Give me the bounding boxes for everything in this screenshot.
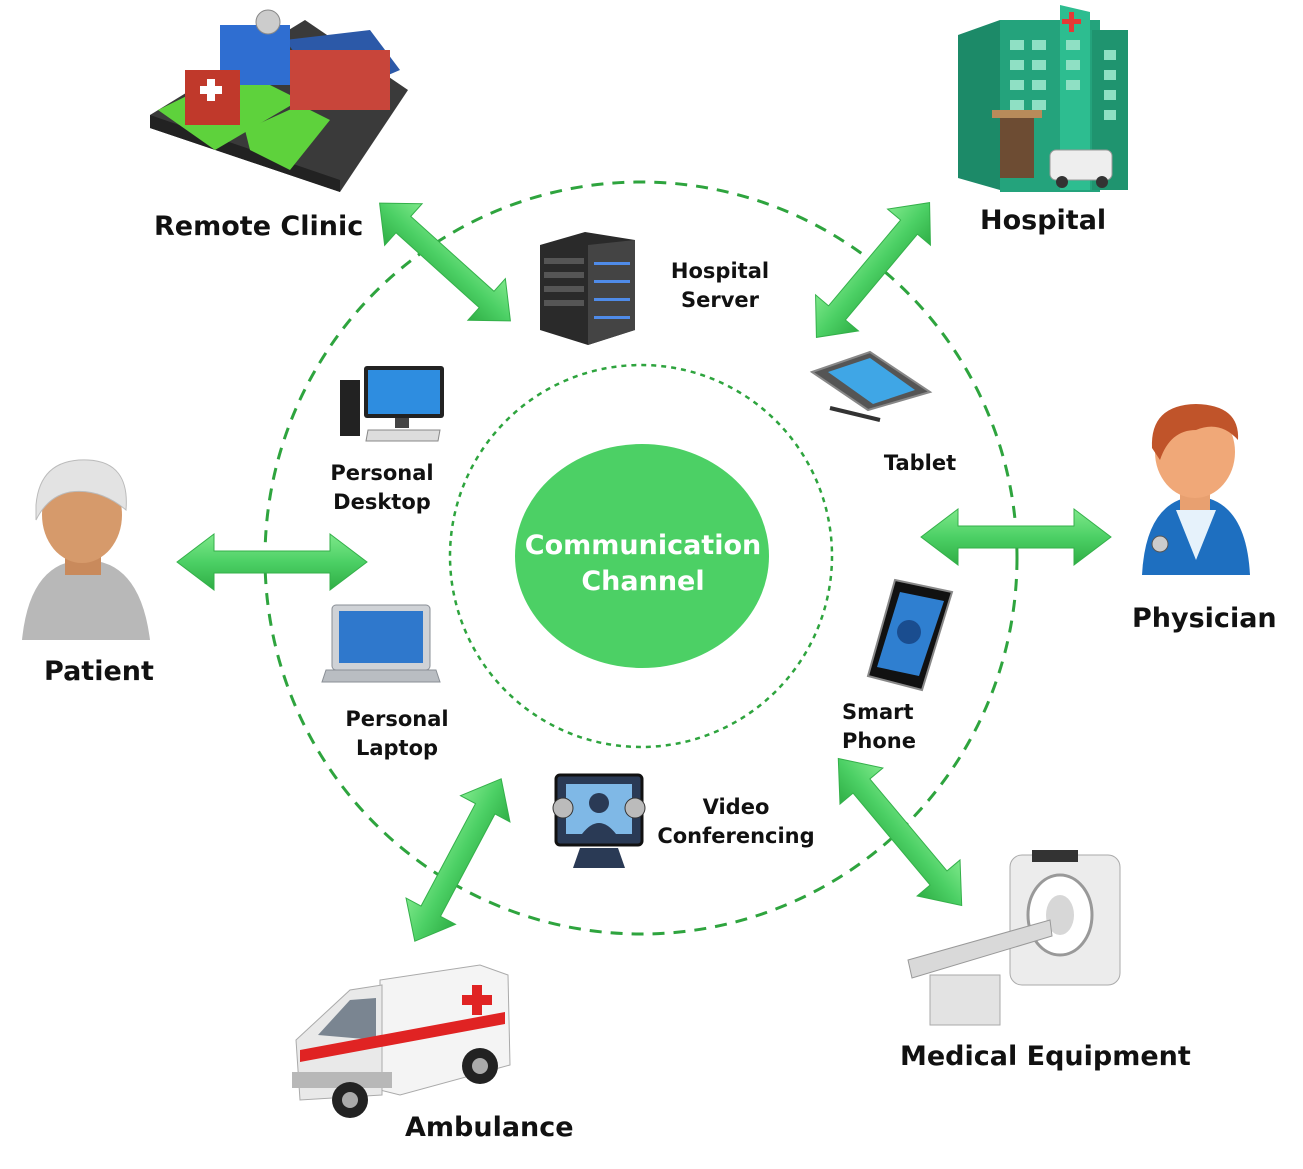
- video-conferencing-label: Video Conferencing: [656, 793, 816, 851]
- ambulance-icon: [292, 964, 511, 1118]
- hospital-server-line-2: Server: [680, 288, 759, 312]
- arrow-ambulance: [405, 778, 511, 942]
- ambulance-label: Ambulance: [405, 1112, 574, 1143]
- center-line-1: Communication: [524, 530, 762, 561]
- arrow-medical-equipment: [837, 757, 963, 907]
- smart-phone-line-2: Phone: [842, 729, 916, 753]
- arrow-physician: [920, 507, 1112, 567]
- hospital-server-icon: [540, 232, 635, 345]
- smart-phone-line-1: Smart: [842, 700, 914, 724]
- patient-icon: [22, 459, 150, 640]
- video-conferencing-line-2: Conferencing: [657, 824, 815, 848]
- personal-desktop-icon: [340, 366, 444, 442]
- personal-laptop-line-2: Laptop: [355, 736, 439, 760]
- personal-desktop-line-2: Desktop: [333, 490, 431, 514]
- tablet-label: Tablet: [883, 451, 957, 475]
- center-line-2: Channel: [581, 566, 705, 597]
- medical-equipment-icon: [907, 850, 1121, 1026]
- inner-dashed-ring: [448, 363, 834, 749]
- personal-laptop-icon: [321, 604, 441, 683]
- physician-icon: [1142, 404, 1250, 575]
- personal-laptop-label: Personal Laptop: [337, 705, 457, 763]
- physician-label: Physician: [1132, 603, 1277, 634]
- patient-label: Patient: [44, 656, 154, 687]
- remote-clinic-label: Remote Clinic: [154, 211, 364, 242]
- hospital-server-label: Hospital Server: [660, 257, 780, 315]
- arrow-hospital: [815, 202, 931, 338]
- video-conferencing-line-1: Video: [702, 795, 770, 819]
- arrow-patient: [176, 532, 368, 592]
- hospital-server-line-1: Hospital: [670, 259, 770, 283]
- video-conferencing-icon: [552, 773, 646, 868]
- medical-equipment-label: Medical Equipment: [900, 1041, 1191, 1072]
- smart-phone-icon: [866, 578, 954, 692]
- communication-channel-label: Communication Channel: [517, 528, 769, 600]
- arrow-remote-clinic: [379, 202, 511, 322]
- communication-channel-node: [515, 444, 769, 668]
- personal-desktop-label: Personal Desktop: [322, 459, 442, 517]
- remote-clinic-icon: [150, 9, 408, 192]
- personal-laptop-line-1: Personal: [345, 707, 449, 731]
- hospital-label: Hospital: [980, 205, 1107, 236]
- personal-desktop-line-1: Personal: [330, 461, 434, 485]
- hospital-icon: [958, 5, 1128, 192]
- smart-phone-label: Smart Phone: [842, 698, 934, 756]
- tablet-icon: [809, 350, 933, 422]
